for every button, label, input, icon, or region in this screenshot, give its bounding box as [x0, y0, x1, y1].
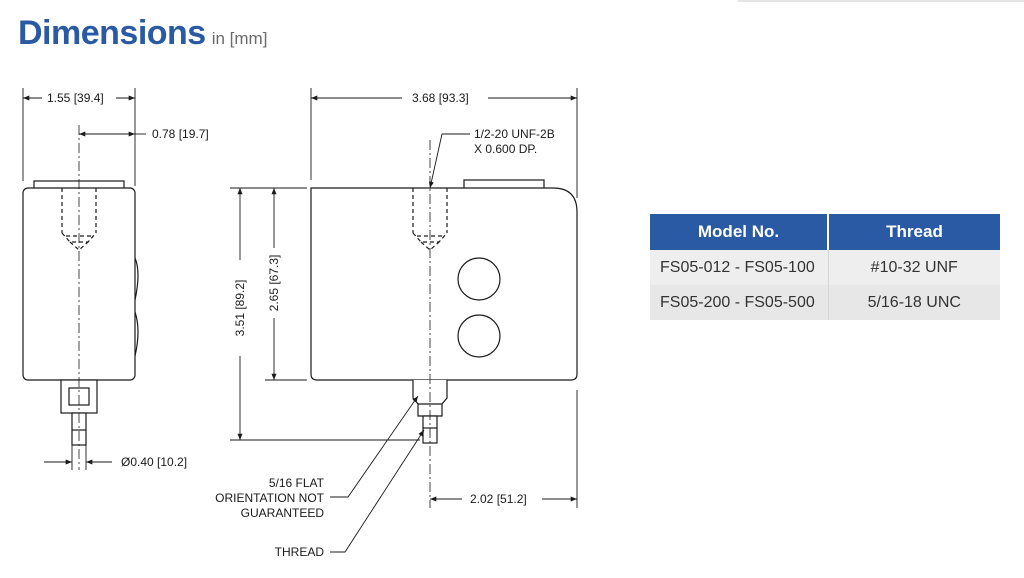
top-rule — [738, 0, 1024, 2]
table-cell-model: FS05-012 - FS05-100 — [650, 250, 828, 285]
front-offset-label: 2.02 [51.2] — [470, 492, 527, 506]
flat-note-line3: GUARANTEED — [241, 506, 325, 520]
body-height-label: 2.65 [67.3] — [267, 255, 281, 312]
diameter-label: Ø0.40 [10.2] — [121, 455, 187, 469]
side-offset-label: 0.78 [19.7] — [152, 127, 209, 141]
side-view — [22, 180, 139, 446]
flat-note-line2: ORIENTATION NOT — [215, 491, 325, 505]
side-width-label: 1.55 [39.4] — [47, 91, 104, 105]
table-row: FS05-200 - FS05-500 5/16-18 UNC — [650, 285, 1000, 320]
table-header-model: Model No. — [650, 214, 828, 250]
front-view-port-lower — [457, 314, 501, 358]
side-view-bump-lower — [134, 311, 139, 357]
side-view-dimensions — [22, 88, 146, 470]
front-view-hidden-port — [412, 188, 448, 251]
front-view-body — [310, 187, 578, 381]
table-cell-model: FS05-200 - FS05-500 — [650, 285, 828, 320]
front-view-dimensions — [230, 88, 578, 553]
front-view — [310, 179, 578, 444]
table-header-thread: Thread — [827, 214, 1000, 250]
table-cell-thread: #10-32 UNF — [827, 250, 1000, 285]
flat-note-line1: 5/16 FLAT — [269, 476, 325, 490]
port-note-line1: 1/2-20 UNF-2B — [474, 127, 555, 141]
table-header-row: Model No. Thread — [650, 214, 1000, 250]
overall-height-label: 3.51 [89.2] — [233, 280, 247, 337]
front-view-port-upper — [457, 257, 501, 301]
thread-table: Model No. Thread FS05-012 - FS05-100 #10… — [650, 214, 1000, 320]
page-header: Dimensions in [mm] — [18, 14, 267, 53]
page-subtitle: in [mm] — [211, 29, 268, 48]
port-note-line2: X 0.600 DP. — [474, 142, 537, 156]
thread-note: THREAD — [275, 545, 325, 559]
side-view-bump-upper — [134, 257, 139, 301]
table-row: FS05-012 - FS05-100 #10-32 UNF — [650, 250, 1000, 285]
table-cell-thread: 5/16-18 UNC — [827, 285, 1000, 320]
page-title: Dimensions — [18, 14, 206, 52]
front-width-label: 3.68 [93.3] — [412, 91, 469, 105]
